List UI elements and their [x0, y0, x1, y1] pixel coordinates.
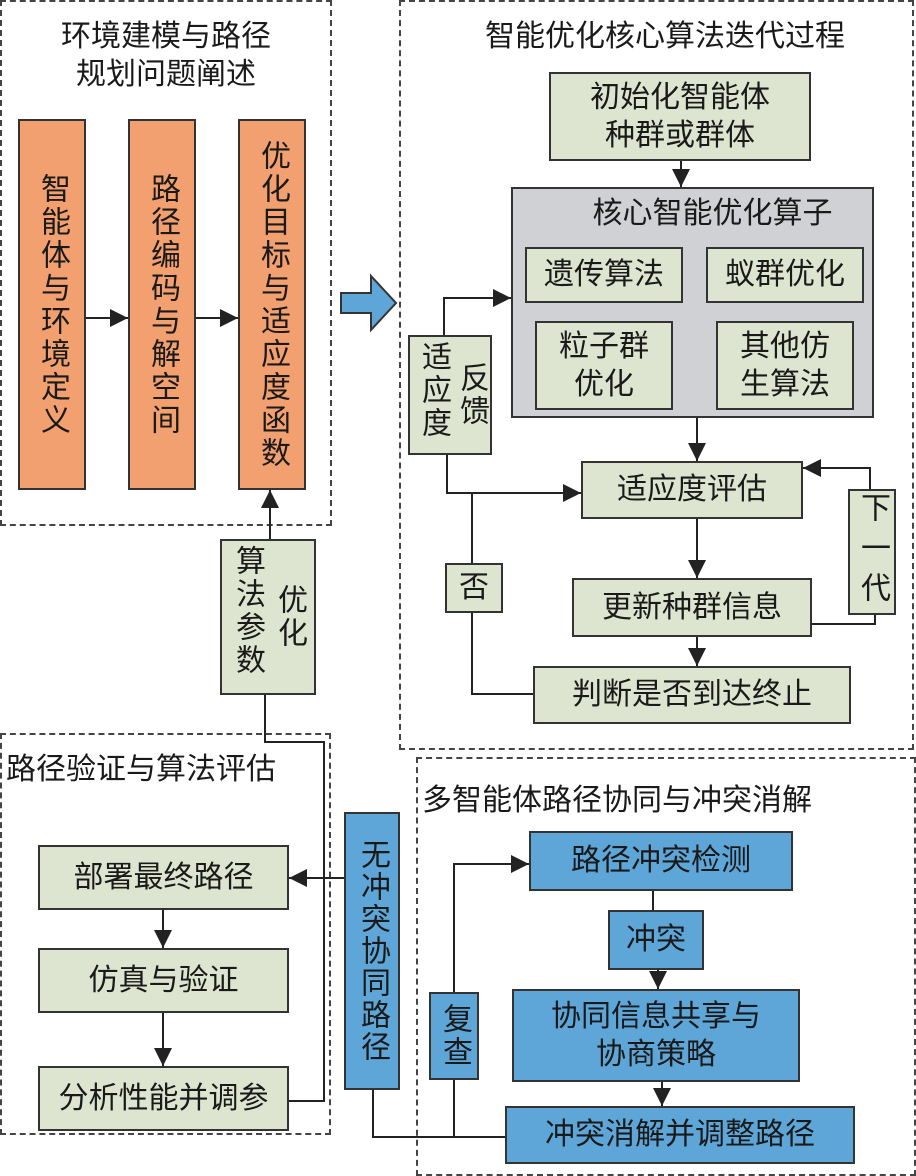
simulate-label: 仿真与验证: [88, 962, 239, 998]
conflict-text: 冲突: [626, 922, 686, 957]
update-population-box[interactable]: 更新种群信息: [572, 578, 812, 637]
conflict-label: 冲突: [608, 910, 704, 970]
negotiate-line2: 协商策略: [596, 1036, 716, 1072]
analyze-tune-box[interactable]: 分析性能并调参: [38, 1066, 289, 1131]
algo-label: 遗传算法: [544, 257, 664, 292]
init-population-box[interactable]: 初始化智能体 种群或群体: [549, 72, 811, 161]
step-label: 优化目标与适应度函数: [255, 139, 290, 470]
detect-label: 路径冲突检测: [571, 843, 751, 878]
next-gen-text: 下一代: [855, 492, 890, 612]
algo-label-line1: 其他仿: [740, 328, 830, 364]
params-col2: 算法参数: [230, 545, 265, 677]
region-core-algorithm: [399, 0, 914, 750]
core-title: 智能优化核心算法迭代过程: [485, 19, 845, 54]
region-validation: [0, 733, 331, 1135]
resolve-label: 冲突消解并调整路径: [545, 1117, 815, 1152]
termination-check-box[interactable]: 判断是否到达终止: [533, 666, 851, 724]
analyze-label: 分析性能并调参: [58, 1080, 269, 1116]
algo-label-line2: 优化: [574, 366, 634, 402]
init-line1: 初始化智能体: [590, 79, 770, 115]
validation-title: 路径验证与算法评估: [6, 752, 276, 787]
modeling-title-line2: 规划问题阐述: [76, 57, 256, 92]
no-branch-label: 否: [445, 563, 503, 613]
feedback-col2: 适应度: [416, 341, 451, 440]
no-label: 否: [459, 570, 489, 605]
recheck-label: 复查: [429, 992, 479, 1080]
region-coordination: [416, 757, 916, 1176]
negotiate-line1: 协同信息共享与: [551, 998, 761, 1034]
optimize-params-label: 算法参数 优化: [220, 539, 316, 695]
step-path-encoding-solution-space[interactable]: 路径编码与解空间: [128, 119, 196, 490]
fitness-feedback-label: 适应度 反馈: [408, 335, 492, 455]
termination-label: 判断是否到达终止: [572, 677, 812, 712]
step-agent-environment-definition[interactable]: 智能体与环境定义: [18, 119, 86, 490]
deploy-label: 部署最终路径: [73, 859, 254, 895]
algo-particle-swarm[interactable]: 粒子群 优化: [535, 321, 673, 410]
no-conflict-path-label: 无冲突协同路径: [344, 812, 400, 1090]
region-modeling: [0, 0, 332, 526]
coordination-title: 多智能体路径协同与冲突消解: [422, 783, 812, 818]
feedback-col1: 反馈: [454, 362, 489, 428]
modeling-title-line1: 环境建模与路径: [61, 19, 271, 54]
algo-label: 蚁群优化: [725, 257, 845, 292]
algo-genetic[interactable]: 遗传算法: [525, 247, 683, 303]
step-objective-fitness-function[interactable]: 优化目标与适应度函数: [238, 119, 306, 490]
next-generation-label: 下一代: [848, 489, 896, 615]
modeling-title: 环境建模与路径 规划问题阐述: [6, 18, 326, 94]
step-label: 路径编码与解空间: [145, 172, 180, 437]
algo-ant-colony[interactable]: 蚁群优化: [706, 247, 864, 303]
recheck-text: 复查: [437, 1003, 472, 1069]
algo-label-line1: 粒子群: [559, 328, 649, 364]
update-population-label: 更新种群信息: [602, 589, 782, 625]
fitness-evaluation-box[interactable]: 适应度评估: [581, 461, 803, 519]
negotiation-strategy-box[interactable]: 协同信息共享与 协商策略: [512, 989, 800, 1082]
deploy-final-path-box[interactable]: 部署最终路径: [38, 845, 289, 910]
params-col1: 优化: [272, 584, 307, 650]
fitness-eval-label: 适应度评估: [617, 472, 767, 507]
conflict-detection-box[interactable]: 路径冲突检测: [529, 831, 793, 891]
algo-label-line2: 生算法: [740, 366, 830, 402]
operator-title: 核心智能优化算子: [592, 196, 833, 231]
init-line2: 种群或群体: [605, 117, 755, 153]
step-label: 智能体与环境定义: [35, 172, 70, 437]
resolve-adjust-path-box[interactable]: 冲突消解并调整路径: [505, 1106, 855, 1164]
simulate-validate-box[interactable]: 仿真与验证: [38, 948, 289, 1013]
algo-other-bionic[interactable]: 其他仿 生算法: [716, 321, 854, 410]
no-conflict-text: 无冲突协同路径: [355, 839, 390, 1063]
